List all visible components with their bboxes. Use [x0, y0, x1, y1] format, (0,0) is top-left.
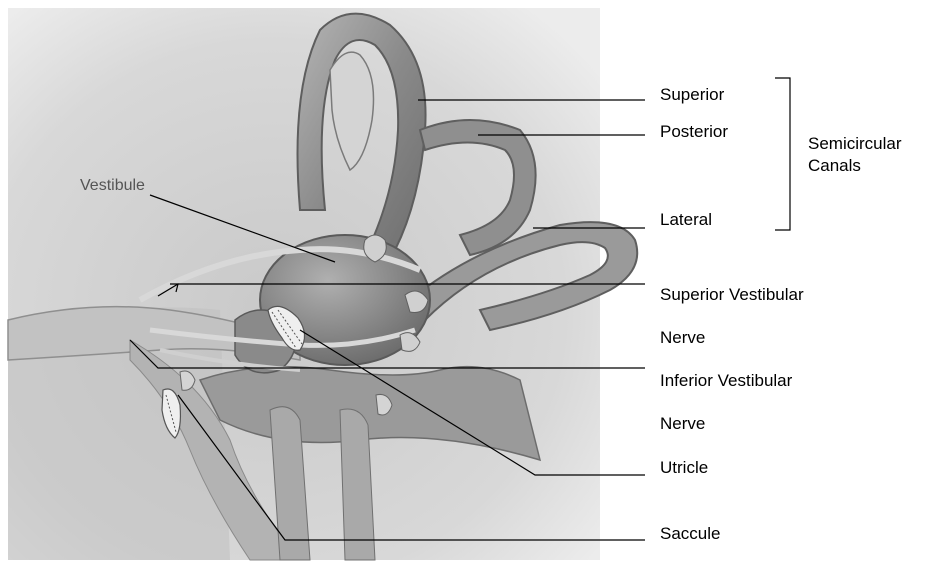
label-superior-vestibular-line2: Nerve: [660, 328, 705, 348]
label-semicircular-line1: Semicircular: [808, 134, 902, 154]
label-saccule: Saccule: [660, 524, 720, 544]
label-posterior: Posterior: [660, 122, 728, 142]
semicircular-bracket: [775, 78, 790, 230]
label-superior-vestibular-line1: Superior Vestibular: [660, 285, 804, 305]
label-inferior-vestibular-line1: Inferior Vestibular: [660, 371, 792, 391]
label-superior: Superior: [660, 85, 724, 105]
label-vestibule: Vestibule: [80, 176, 145, 196]
label-utricle: Utricle: [660, 458, 708, 478]
label-inferior-vestibular-line2: Nerve: [660, 414, 705, 434]
label-semicircular-line2: Canals: [808, 156, 861, 176]
label-lateral: Lateral: [660, 210, 712, 230]
